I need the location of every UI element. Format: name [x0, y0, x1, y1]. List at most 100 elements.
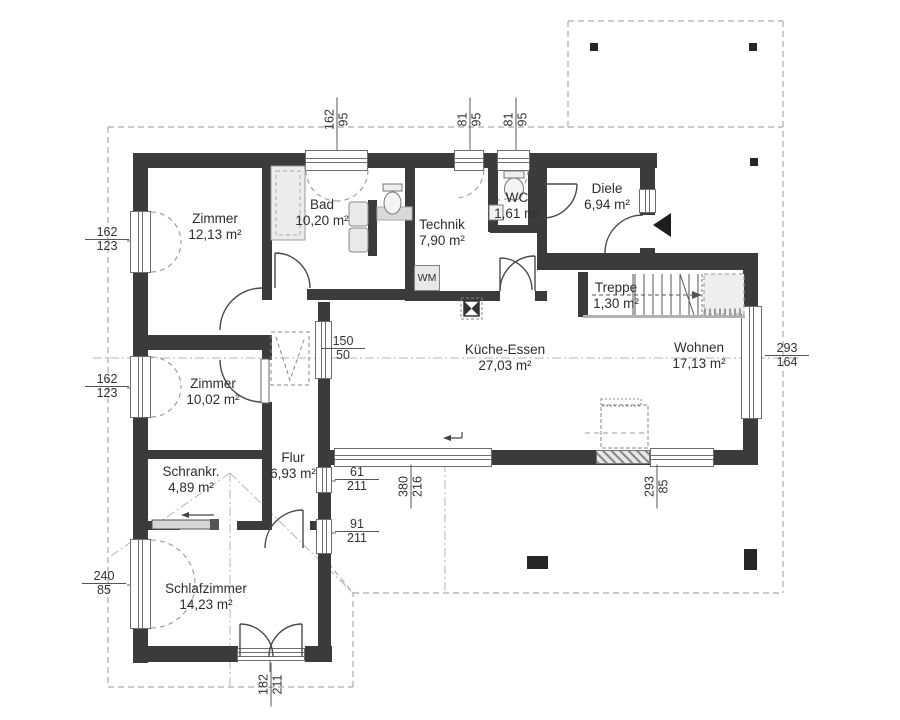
sliding-door-cap: [210, 519, 219, 530]
wall-pier-technik: [535, 291, 547, 301]
wall-schrank-south-mid: [237, 521, 272, 530]
axis-centerlines: [93, 357, 800, 687]
wall-wc-west: [488, 168, 498, 232]
window-wohnen-south: [650, 448, 714, 467]
washing-machine: WM: [414, 265, 440, 291]
stair-floor-edge: [583, 315, 745, 318]
window-technik: [454, 150, 484, 171]
wall-flur-west-lower: [262, 402, 272, 458]
wall-schrank-north: [133, 450, 272, 459]
wardrobe-v-mark: [275, 336, 306, 382]
stair-landing: [703, 273, 745, 315]
terrace-door-threshold: [596, 450, 650, 464]
toilet-tank-bad: [382, 183, 403, 192]
wall-flur-west-mid: [262, 350, 272, 360]
symbols: [460, 213, 671, 320]
room-label-schrankraum: Schrankr.4,89 m²: [162, 464, 220, 495]
wall-bad-south: [307, 289, 405, 300]
terrace-door-arrow-line: [450, 432, 463, 439]
window-zimmer2: [130, 356, 151, 418]
window-kueche-south: [334, 448, 492, 467]
wall-schlafzimmer-south-left: [133, 646, 238, 662]
toilet-wc-icon: [504, 177, 524, 201]
wall-wc-east: [528, 168, 538, 232]
washbasin-cabinet-2: [348, 227, 369, 253]
wall-flur-west-bottom: [262, 452, 272, 529]
wall-flur-west-upper: [262, 168, 272, 287]
furniture-symbols: [151, 331, 649, 530]
shower-inner: [275, 170, 301, 236]
door-sill-schlafzimmer: [237, 648, 305, 661]
roof-outline: [107, 20, 784, 688]
washing-machine-label: WM: [417, 272, 437, 284]
chimney-outline: [460, 297, 483, 320]
window-flur-91: [316, 519, 332, 554]
chimney-hatch: [464, 301, 479, 316]
stair-cut-line: [679, 273, 695, 316]
window-schlafzimmer: [130, 539, 151, 629]
window-interior-flur: [315, 321, 332, 379]
window-flur-61: [316, 467, 332, 493]
bath-fixtures: [270, 165, 525, 253]
wall-zimmer-divider: [133, 335, 272, 350]
stair-arrow-icon: [692, 291, 702, 299]
terrace-door-arrow-icon: [443, 435, 451, 441]
wohnen-dashed-furniture: [600, 404, 649, 449]
sliding-door-panel: [151, 519, 219, 530]
shower-bad: [270, 165, 306, 241]
terrace-post-2: [744, 549, 757, 570]
washbasin-cabinet-1: [348, 201, 369, 227]
wardrobe-flur: [270, 331, 310, 386]
window-zimmer1: [130, 211, 151, 273]
wall-east-bedroom-wing: [318, 463, 331, 662]
window-bad: [305, 150, 368, 171]
wall-bad-partition: [368, 200, 377, 256]
stair: [592, 273, 745, 316]
wall-nook-diele: [537, 168, 547, 258]
toilet-tank-wc: [503, 170, 525, 179]
wall-wc-south: [490, 225, 538, 233]
carport-post-1: [590, 43, 598, 51]
sliding-door-arrow-icon: [181, 512, 189, 518]
toilet-bad-icon: [383, 191, 402, 215]
wall-diele-east-lower: [640, 248, 655, 258]
washbasin-wc: [488, 204, 504, 221]
carport-post-2: [749, 43, 757, 51]
window-swing-arcs: [150, 169, 647, 629]
wall-technik-south: [405, 291, 500, 301]
wall-bad-technik: [405, 168, 415, 294]
terrace-post-1: [527, 556, 548, 569]
wall-treppe-west: [578, 272, 588, 317]
entrance-arrow-icon: [653, 213, 671, 237]
wall-diele-south: [537, 253, 758, 270]
door-swing-arcs: [219, 183, 644, 658]
window-diele-sidelight: [639, 189, 656, 213]
door-leaf-zimmer2: [260, 358, 270, 404]
